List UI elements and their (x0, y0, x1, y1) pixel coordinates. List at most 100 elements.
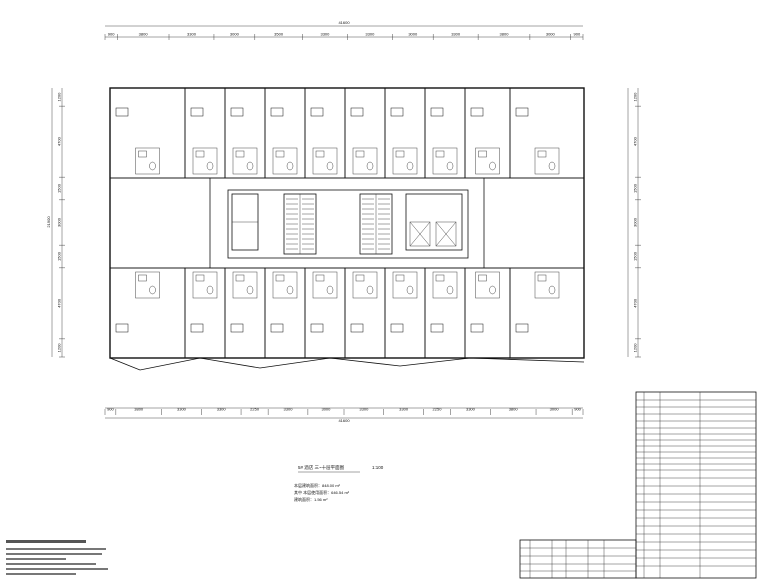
bottom-total-dim: 41600 (338, 418, 350, 423)
room-outline (464, 267, 511, 359)
dim-label: 2250 (250, 407, 260, 412)
bathroom (534, 271, 560, 299)
dim-label: 3800 (500, 32, 510, 37)
dim-label: 3000 (550, 407, 560, 412)
dim-label: 3300 (177, 407, 187, 412)
washbasin (195, 150, 205, 158)
washbasin (395, 274, 405, 282)
washbasin (537, 150, 547, 158)
toilet (149, 161, 156, 171)
area-line-3: 建筑面积：1.56 m² (294, 496, 328, 502)
dim-label: 1500 (633, 183, 638, 193)
dim-label: 4700 (57, 136, 62, 146)
washbasin (275, 150, 285, 158)
toilet (446, 285, 454, 295)
room-tag (515, 323, 529, 333)
room-outline (109, 87, 186, 179)
left-total-dim: 21900 (46, 216, 51, 228)
dim-label: 1200 (57, 92, 62, 102)
toilet (149, 285, 156, 295)
dim-label: 3300 (365, 32, 375, 37)
toilet (548, 161, 556, 171)
room-outline (109, 267, 186, 359)
washbasin (315, 150, 325, 158)
room-outline (224, 267, 266, 359)
dim-label: 900 (574, 32, 581, 37)
bathroom (352, 147, 378, 175)
dim-label: 3300 (284, 407, 294, 412)
bathroom (432, 147, 458, 175)
plan-title: 5# 酒店 三~十层平面图 (298, 464, 345, 471)
room-outline (344, 87, 386, 179)
room-tag (310, 107, 324, 117)
door-schedule-table (519, 539, 637, 579)
bathroom (475, 147, 500, 175)
area-line-2: 其中 本层使用面积：646.54 m² (294, 489, 350, 495)
area-line-1: 本层建筑面积：848.00 m² (294, 482, 341, 488)
toilet (206, 285, 214, 295)
toilet (489, 285, 496, 295)
dim-label: 900 (108, 32, 115, 37)
dim-label: 1200 (57, 343, 62, 353)
dim-label: 1500 (633, 251, 638, 261)
bathroom (272, 147, 298, 175)
dim-label: 3500 (274, 32, 284, 37)
toilet (326, 161, 334, 171)
dim-label: 1200 (633, 343, 638, 353)
washbasin (275, 274, 285, 282)
room-tag (515, 107, 529, 117)
washbasin (235, 150, 245, 158)
room-tag (270, 107, 284, 117)
toilet (246, 285, 254, 295)
dim-label: 2250 (433, 407, 443, 412)
toilet (446, 161, 454, 171)
room-tag (230, 323, 244, 333)
balcony-strip (109, 357, 585, 371)
room-outline (264, 267, 306, 359)
toilet (406, 161, 414, 171)
washbasin (435, 150, 445, 158)
room-tag (430, 323, 444, 333)
washbasin (435, 274, 445, 282)
room-tag (390, 107, 404, 117)
room-outline (344, 267, 386, 359)
room-tag (390, 323, 404, 333)
room-outline (509, 267, 585, 359)
room-outline (224, 87, 266, 179)
dim-label: 900 (574, 407, 581, 412)
toilet (366, 285, 374, 295)
dim-label: 3300 (359, 407, 369, 412)
toilet (326, 285, 334, 295)
washbasin (355, 150, 365, 158)
dim-label: 3800 (134, 407, 144, 412)
washbasin (355, 274, 365, 282)
bathroom (135, 271, 160, 299)
room-outline (424, 87, 466, 179)
bathroom (272, 271, 298, 299)
room-tag (115, 107, 129, 117)
room-tag (310, 323, 324, 333)
bathroom (352, 271, 378, 299)
bathroom (475, 271, 500, 299)
washbasin (138, 274, 147, 282)
washbasin (478, 150, 487, 158)
bathroom (312, 147, 338, 175)
room-tag (430, 107, 444, 117)
room-outline (304, 267, 346, 359)
dim-label: 1500 (57, 251, 62, 261)
dim-label: 3000 (57, 217, 62, 227)
guest-rooms-south (109, 267, 585, 359)
room-tag (470, 323, 484, 333)
room-tag (350, 323, 364, 333)
building-outline (109, 87, 585, 359)
drawing-caption: 5# 酒店 三~十层平面图 1:100 本层建筑面积：848.00 m² 其中 … (294, 464, 384, 502)
toilet (489, 161, 496, 171)
room-outline (384, 87, 426, 179)
toilet (246, 161, 254, 171)
room-tag (350, 107, 364, 117)
room-outline (264, 87, 306, 179)
